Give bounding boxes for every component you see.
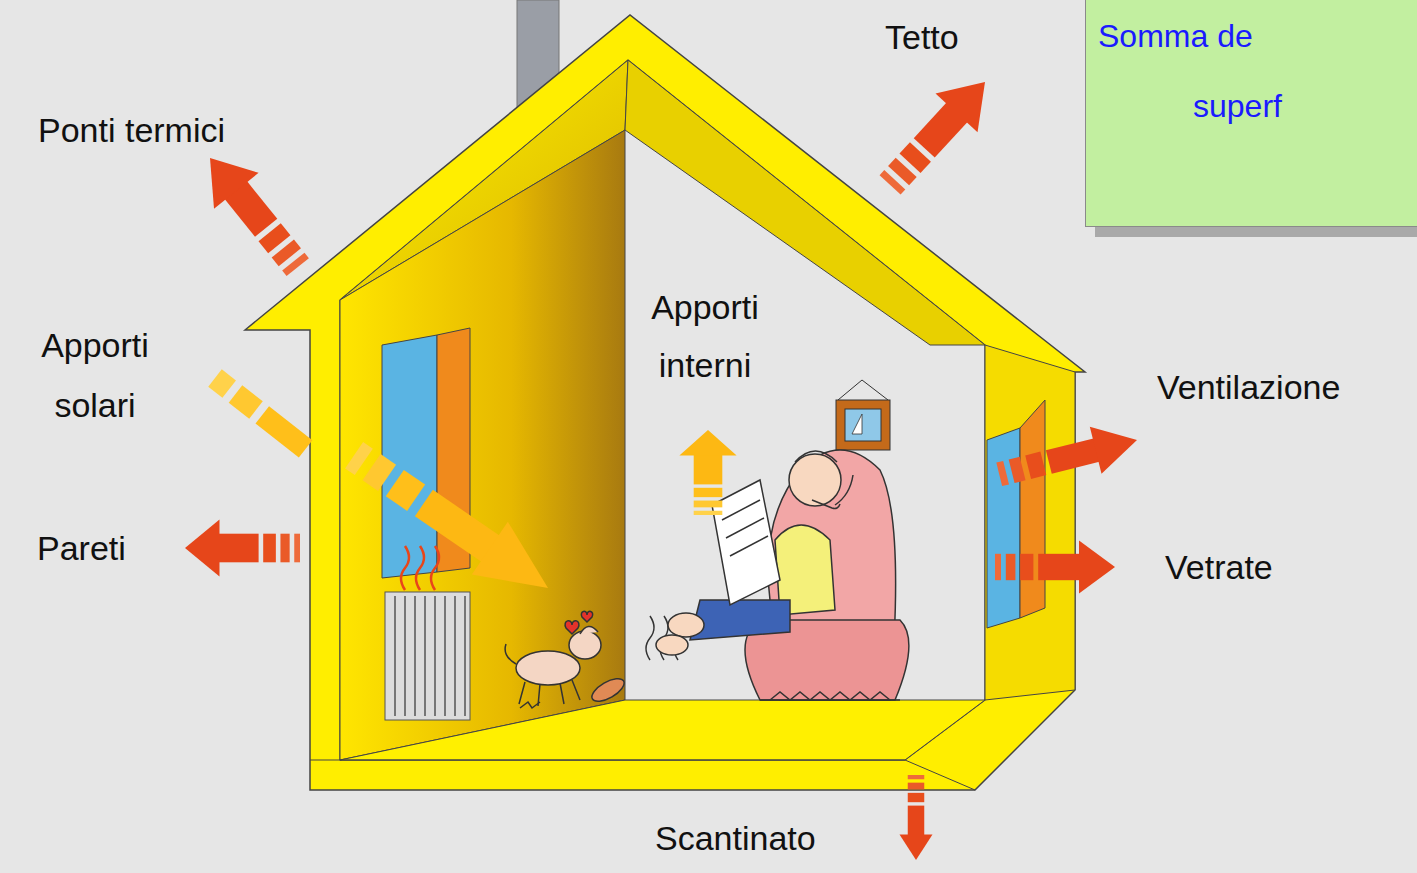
solar-gain-arrow bbox=[336, 429, 566, 614]
radiator bbox=[385, 592, 470, 720]
dog bbox=[505, 611, 627, 708]
heat-flow-label: Apporti interni bbox=[615, 278, 795, 394]
internal-gain-arrow bbox=[679, 430, 736, 515]
heat-flow-label: Vetrate bbox=[1165, 547, 1365, 587]
note-text: Somma de bbox=[1098, 16, 1253, 56]
heat-flow-label: Ventilazione bbox=[1157, 367, 1417, 407]
heat-loss-arrow bbox=[993, 417, 1142, 498]
house-interior bbox=[340, 60, 985, 760]
note-box: Somma de superf bbox=[1085, 0, 1417, 227]
heat-flow-label: Scantinato bbox=[655, 818, 875, 858]
heat-waves bbox=[401, 546, 439, 590]
heat-flow-label: Apporti solari bbox=[10, 315, 180, 435]
picture-frame bbox=[836, 400, 890, 450]
frame-hook bbox=[838, 380, 888, 400]
picture-sail bbox=[852, 414, 862, 434]
heat-loss-arrow bbox=[185, 519, 300, 576]
slab-edge bbox=[310, 760, 905, 761]
man bbox=[656, 451, 853, 655]
note-text: superf bbox=[1193, 86, 1282, 126]
solar-gain-stripes bbox=[208, 369, 312, 457]
heat-loss-arrow bbox=[188, 140, 320, 285]
picture bbox=[845, 409, 881, 441]
heat-flow-label: Pareti bbox=[37, 528, 187, 568]
right-wall bbox=[985, 345, 1075, 700]
heat-flow-label: Tetto bbox=[885, 17, 1005, 57]
window-glass bbox=[382, 335, 437, 578]
house-shell bbox=[245, 15, 1085, 790]
radiator-fins bbox=[395, 596, 465, 716]
left-wall bbox=[340, 130, 625, 760]
window-frame bbox=[1020, 400, 1045, 618]
heat-flow-label: Ponti termici bbox=[38, 110, 338, 150]
heat-loss-arrow bbox=[900, 775, 933, 860]
heat-loss-arrow bbox=[869, 63, 1006, 205]
heat-loss-arrow bbox=[995, 541, 1115, 594]
